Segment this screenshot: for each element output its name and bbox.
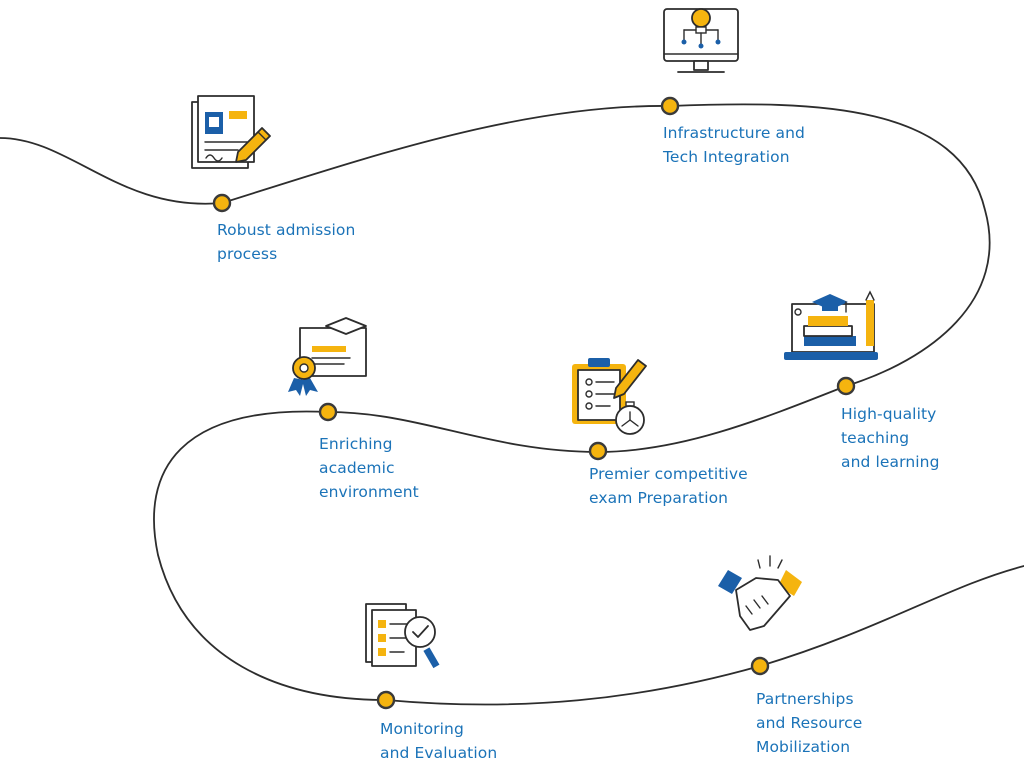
milestone-label-teaching: High-quality teaching and learning <box>841 402 940 474</box>
milestone-dot-partnerships <box>750 656 770 676</box>
milestone-label-line: and Resource <box>756 714 863 732</box>
milestone-label-line: and Evaluation <box>380 744 498 762</box>
milestone-label-line: environment <box>319 483 419 501</box>
milestone-label-line: Premier competitive <box>589 465 748 483</box>
monitor-lightbulb-icon <box>663 8 739 73</box>
milestone-dot-monitoring <box>376 690 396 710</box>
milestone-label-line: process <box>217 245 278 263</box>
milestone-label-line: teaching <box>841 429 910 447</box>
milestone-label-line: Mobilization <box>756 738 851 756</box>
milestone-dot-teaching <box>836 376 856 396</box>
handshake-icon <box>718 555 802 631</box>
milestone-label-admission: Robust admission process <box>217 218 355 266</box>
admission-form-icon <box>191 95 271 169</box>
milestone-label-line: Enriching <box>319 435 393 453</box>
milestone-dot-admission <box>212 193 232 213</box>
milestone-label-line: exam Preparation <box>589 489 729 507</box>
milestone-dot-exam <box>588 441 608 461</box>
milestone-label-line: Infrastructure and <box>663 124 805 142</box>
milestone-label-line: Tech Integration <box>663 148 790 166</box>
milestone-label-academic: Enriching academic environment <box>319 432 419 504</box>
milestone-label-line: Monitoring <box>380 720 464 738</box>
milestone-label-line: High-quality <box>841 405 937 423</box>
certificate-icon <box>288 317 367 396</box>
milestone-label-line: academic <box>319 459 395 477</box>
milestone-dot-academic <box>318 402 338 422</box>
milestone-label-line: and learning <box>841 453 940 471</box>
clipboard-stopwatch-icon <box>572 358 647 435</box>
milestone-label-monitoring: Monitoring and Evaluation <box>380 717 497 765</box>
milestone-label-line: Partnerships <box>756 690 854 708</box>
milestone-dot-infrastructure <box>660 96 680 116</box>
milestone-label-line: Robust admission <box>217 221 356 239</box>
checklist-magnifier-icon <box>365 603 440 669</box>
milestone-label-exam: Premier competitive exam Preparation <box>589 462 748 510</box>
books-graduation-cap-icon <box>784 290 878 360</box>
